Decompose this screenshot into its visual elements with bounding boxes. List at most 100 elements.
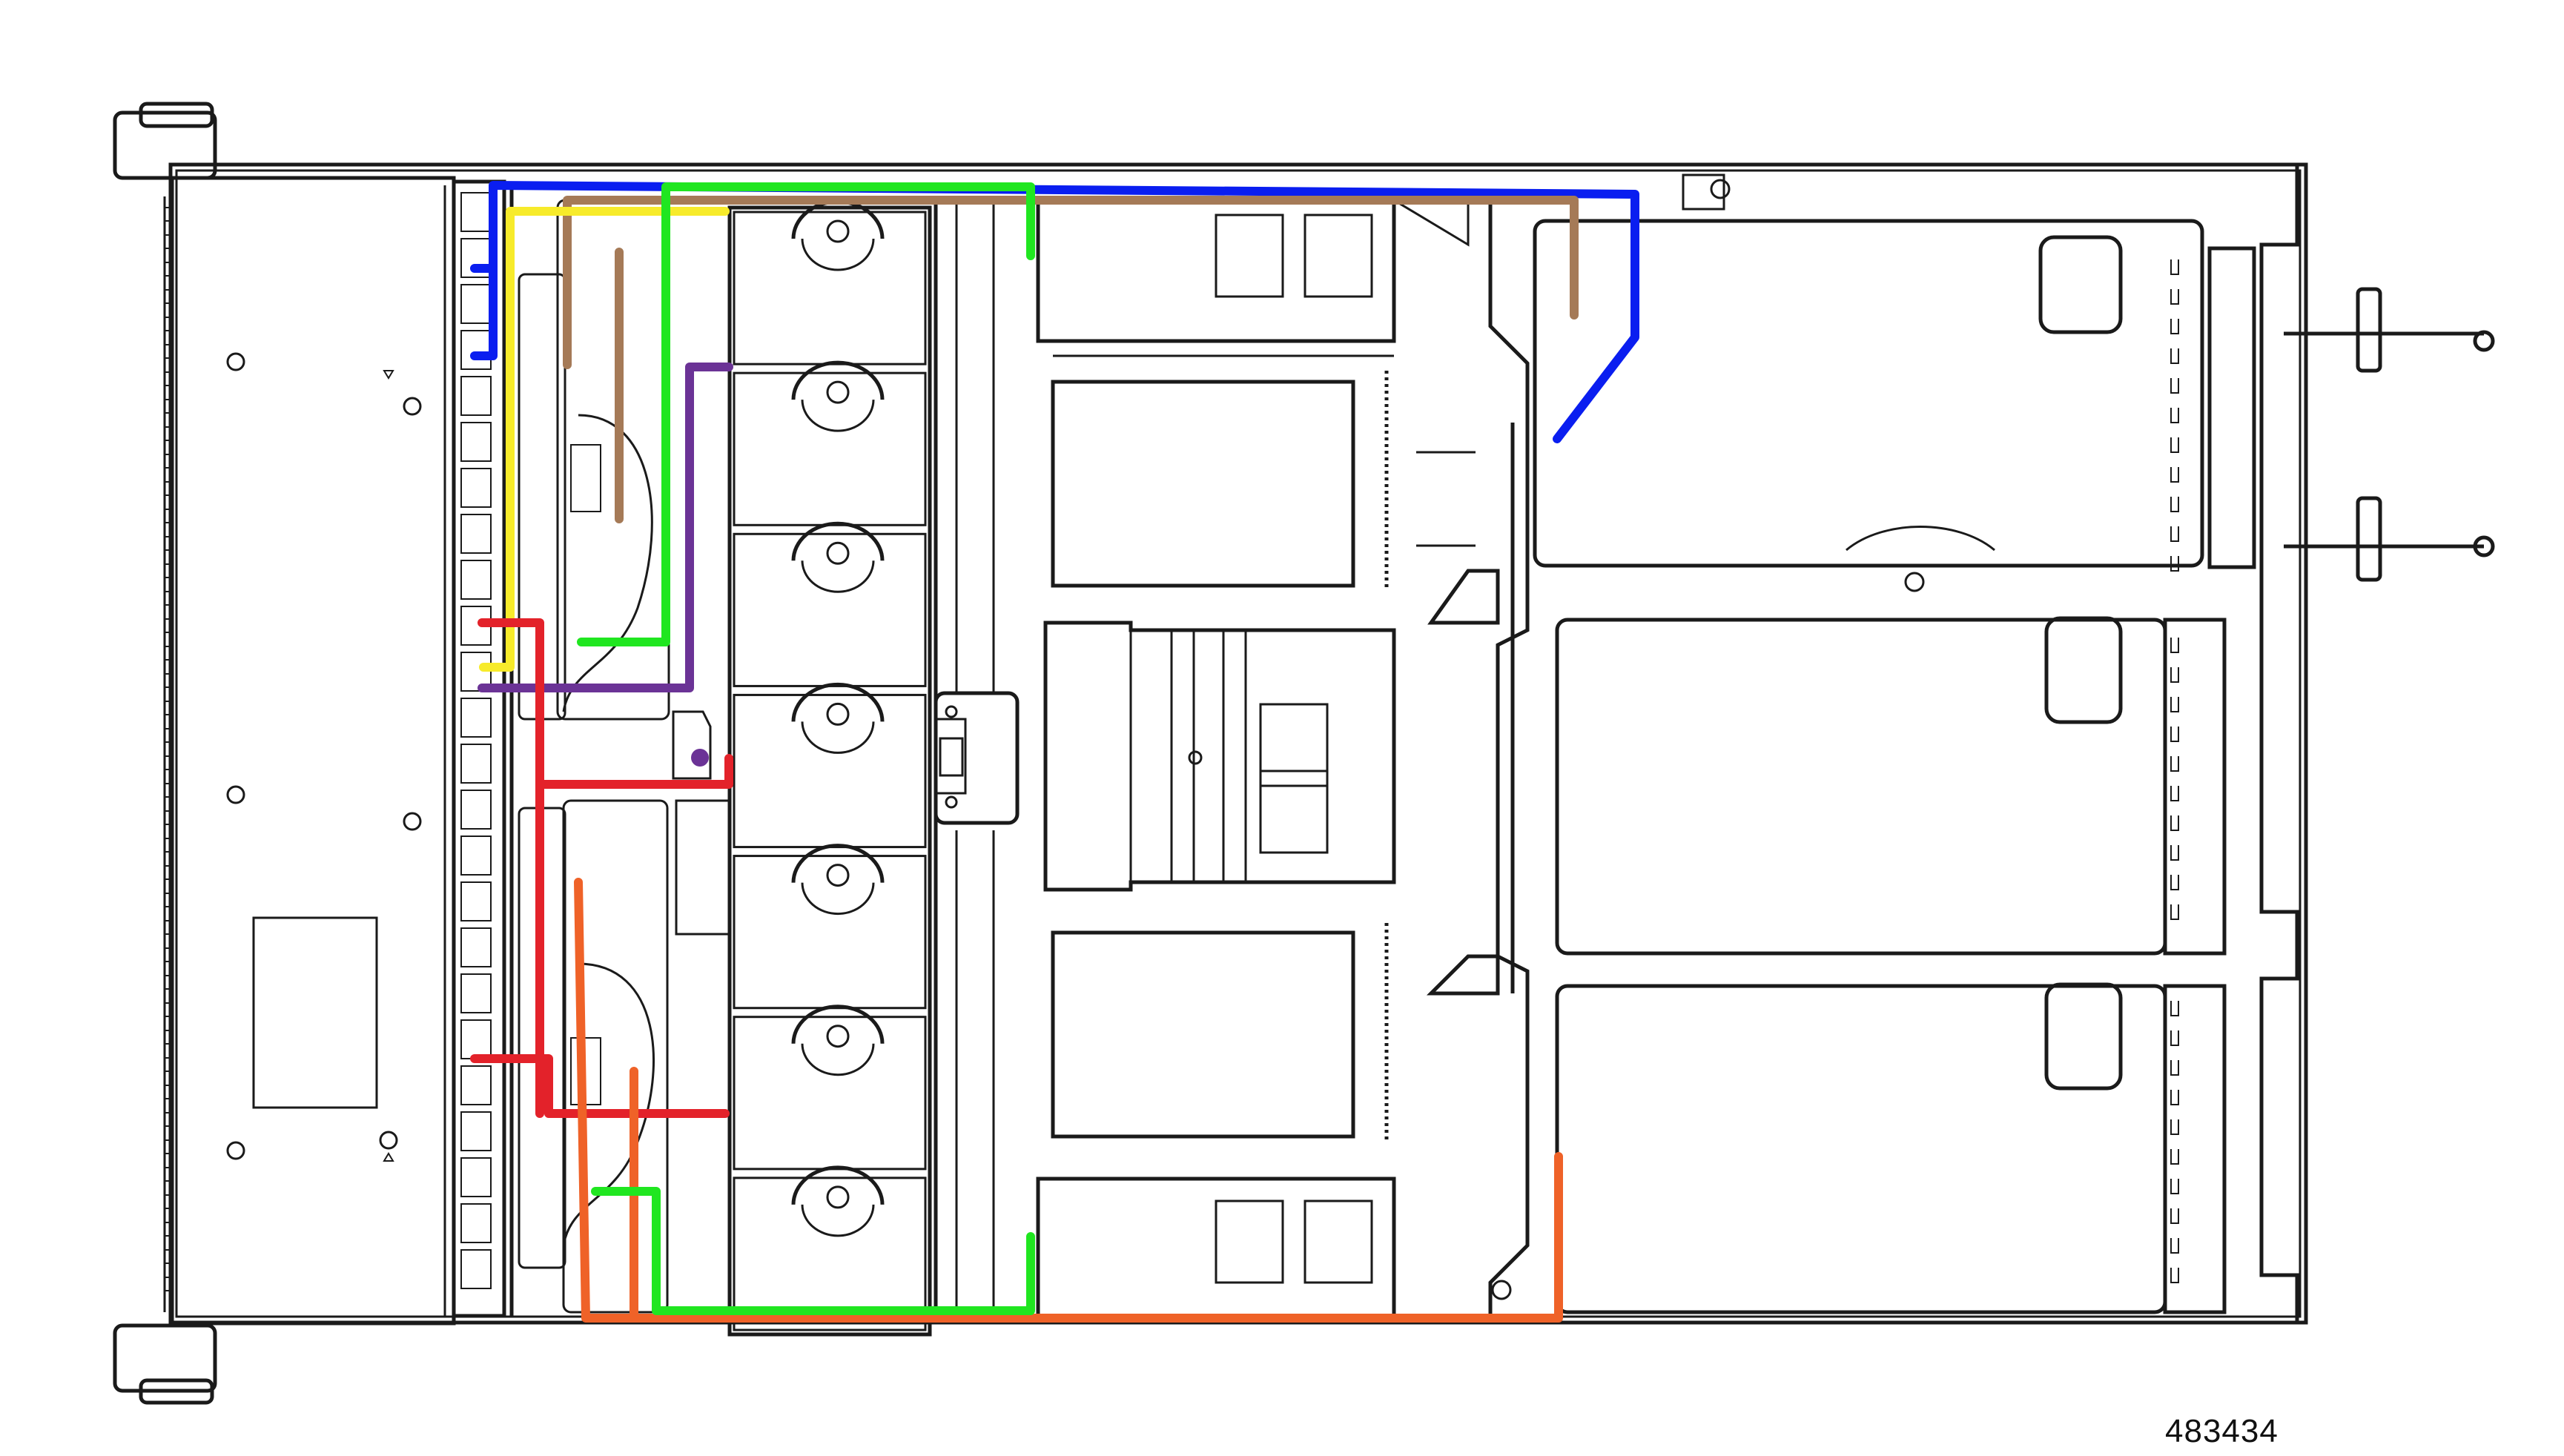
blue-cable bbox=[470, 181, 1639, 443]
bezel-tick bbox=[164, 755, 173, 770]
rear-slot-tick bbox=[2170, 526, 2179, 542]
rear-bracket-pins bbox=[2284, 287, 2495, 582]
drive-bay-slot bbox=[460, 468, 492, 508]
bezel-tick bbox=[164, 865, 173, 880]
dimm-clip bbox=[1215, 1199, 1284, 1284]
chassis-outline bbox=[113, 102, 2308, 1405]
dimm-clip bbox=[1304, 1199, 1373, 1284]
dimm-clip bbox=[1215, 214, 1284, 298]
rear-slot-tick bbox=[2170, 1119, 2179, 1135]
dimm-clips bbox=[1215, 214, 1373, 1284]
rear-pcie-slot-ticks bbox=[2170, 259, 2179, 1283]
rear-slot-tick bbox=[2170, 815, 2179, 831]
bezel-tick bbox=[164, 289, 173, 304]
rear-slot-tick bbox=[2170, 319, 2179, 334]
rear-slot-tick bbox=[2170, 727, 2179, 742]
drive-bay-slot bbox=[460, 560, 492, 600]
rear-slot-tick bbox=[2170, 1238, 2179, 1254]
rear-slot-tick bbox=[2170, 408, 2179, 423]
bezel-tick bbox=[164, 1002, 173, 1017]
drive-bay-slot bbox=[460, 1249, 492, 1289]
drive-bay-ticks-left bbox=[164, 207, 173, 1291]
cable-routing bbox=[470, 181, 1639, 1323]
bezel-tick bbox=[164, 810, 173, 825]
bezel-tick bbox=[164, 1167, 173, 1182]
rear-slot-tick bbox=[2170, 1030, 2179, 1046]
rear-slot-tick bbox=[2170, 1090, 2179, 1105]
bezel-tick bbox=[164, 673, 173, 688]
drive-bay-slot bbox=[460, 1157, 492, 1197]
bezel-tick bbox=[164, 454, 173, 469]
green-cable-top bbox=[577, 182, 1035, 646]
rear-slot-tick bbox=[2170, 638, 2179, 653]
dimm-clip bbox=[1259, 703, 1329, 787]
bezel-tick bbox=[164, 1139, 173, 1154]
rear-slot-tick bbox=[2170, 667, 2179, 683]
rear-slot-tick bbox=[2170, 348, 2179, 364]
fan-module-column bbox=[727, 199, 932, 1337]
rear-slot-tick bbox=[2170, 556, 2179, 572]
drive-bay-slot bbox=[460, 881, 492, 921]
bezel-tick bbox=[164, 1194, 173, 1209]
rear-slot-tick bbox=[2170, 756, 2179, 772]
drive-bay-slot bbox=[460, 973, 492, 1013]
fan-module bbox=[733, 521, 927, 687]
drive-bay-slot bbox=[460, 927, 492, 967]
drive-bay-slot bbox=[460, 790, 492, 830]
rear-slot-tick bbox=[2170, 1179, 2179, 1194]
fan-module bbox=[733, 360, 927, 526]
bezel-tick bbox=[164, 947, 173, 962]
bezel-tick bbox=[164, 426, 173, 441]
bezel-tick bbox=[164, 1057, 173, 1072]
rear-slot-tick bbox=[2170, 1268, 2179, 1283]
bezel-tick bbox=[164, 317, 173, 331]
bezel-tick bbox=[164, 1030, 173, 1045]
rear-slot-tick bbox=[2170, 467, 2179, 483]
purple-cable bbox=[478, 363, 733, 692]
rear-slot-tick bbox=[2170, 378, 2179, 394]
drive-bay-slot bbox=[460, 1065, 492, 1105]
green-cable-bottom bbox=[591, 1187, 1035, 1315]
bezel-tick bbox=[164, 234, 173, 249]
rear-slot-tick bbox=[2170, 786, 2179, 801]
bezel-tick bbox=[164, 481, 173, 496]
bezel-tick bbox=[164, 1222, 173, 1237]
rear-slot-tick bbox=[2170, 875, 2179, 890]
bezel-tick bbox=[164, 975, 173, 990]
bezel-tick bbox=[164, 701, 173, 715]
rear-slot-tick bbox=[2170, 1060, 2179, 1076]
bezel-tick bbox=[164, 1085, 173, 1099]
rear-slot-tick bbox=[2170, 289, 2179, 305]
fan-module bbox=[733, 682, 927, 849]
pcie-riser-cages bbox=[1488, 173, 2495, 1320]
rear-slot-tick bbox=[2170, 497, 2179, 512]
fan-module bbox=[733, 1005, 927, 1171]
bezel-tick bbox=[164, 399, 173, 414]
drive-bay-slot bbox=[460, 330, 492, 370]
bezel-tick bbox=[164, 371, 173, 386]
orange-cable bbox=[574, 878, 1563, 1323]
dimm-clip bbox=[1259, 770, 1329, 854]
bezel-tick bbox=[164, 563, 173, 578]
drive-bay-slot bbox=[460, 514, 492, 554]
drive-bay-slot bbox=[460, 284, 492, 324]
rear-slot-tick bbox=[2170, 1208, 2179, 1224]
rear-slot-tick bbox=[2170, 437, 2179, 453]
bezel-tick bbox=[164, 728, 173, 743]
bezel-tick bbox=[164, 344, 173, 359]
drive-bay-slot bbox=[460, 835, 492, 876]
bezel-tick bbox=[164, 536, 173, 551]
rear-slot-tick bbox=[2170, 904, 2179, 920]
bezel-tick bbox=[164, 591, 173, 606]
front-drive-bay-panel bbox=[163, 176, 456, 1326]
bezel-tick bbox=[164, 1112, 173, 1127]
drive-bay-slot bbox=[460, 1019, 492, 1059]
rear-slot-tick bbox=[2170, 845, 2179, 861]
bezel-tick bbox=[164, 838, 173, 853]
bezel-tick bbox=[164, 646, 173, 661]
tan-cable bbox=[563, 196, 1579, 523]
rear-slot-tick bbox=[2170, 697, 2179, 712]
riser-latch-handles bbox=[2038, 235, 2123, 1091]
drive-bay-slot bbox=[460, 376, 492, 416]
